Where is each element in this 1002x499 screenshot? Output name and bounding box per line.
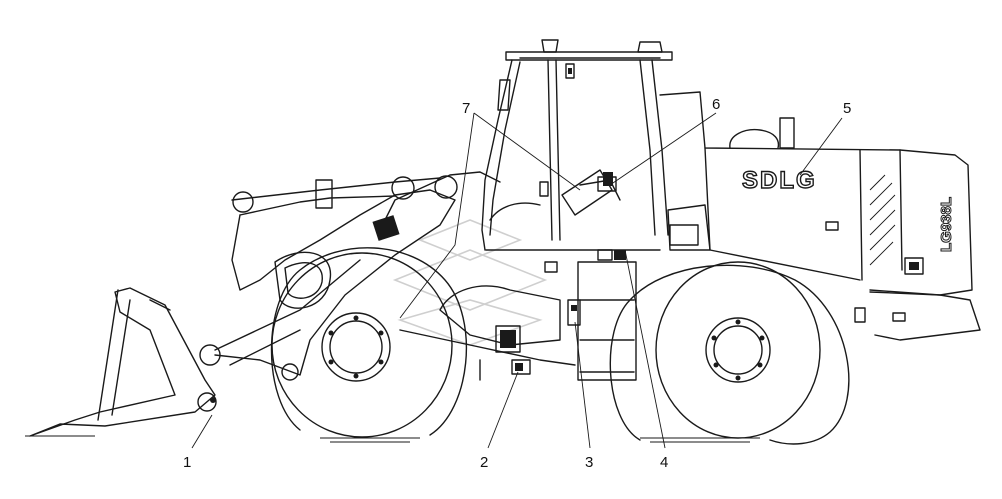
engine-hood bbox=[659, 91, 981, 341]
brand-lettering: SDLG bbox=[742, 167, 817, 194]
watermark bbox=[392, 219, 548, 346]
front-frame bbox=[379, 171, 576, 381]
rear-wheel bbox=[609, 261, 850, 445]
boom-arm bbox=[214, 175, 458, 381]
callout-6: 6 bbox=[712, 96, 720, 113]
bucket bbox=[29, 287, 221, 437]
callout-numbers: 1 2 3 4 5 6 7 bbox=[183, 96, 851, 471]
leader-lines bbox=[191, 112, 843, 449]
callout-4: 4 bbox=[660, 454, 668, 471]
front-wheel bbox=[270, 247, 468, 438]
decal-labels bbox=[372, 176, 617, 375]
callout-5: 5 bbox=[843, 100, 851, 117]
callout-1: 1 bbox=[183, 454, 191, 471]
operator-cab bbox=[481, 39, 673, 251]
ground-hatching bbox=[25, 435, 760, 443]
access-ladder bbox=[544, 249, 637, 381]
callout-3: 3 bbox=[585, 454, 593, 471]
model-lettering: LG938L bbox=[938, 197, 955, 252]
callout-7: 7 bbox=[462, 100, 470, 117]
callout-2: 2 bbox=[480, 454, 488, 471]
